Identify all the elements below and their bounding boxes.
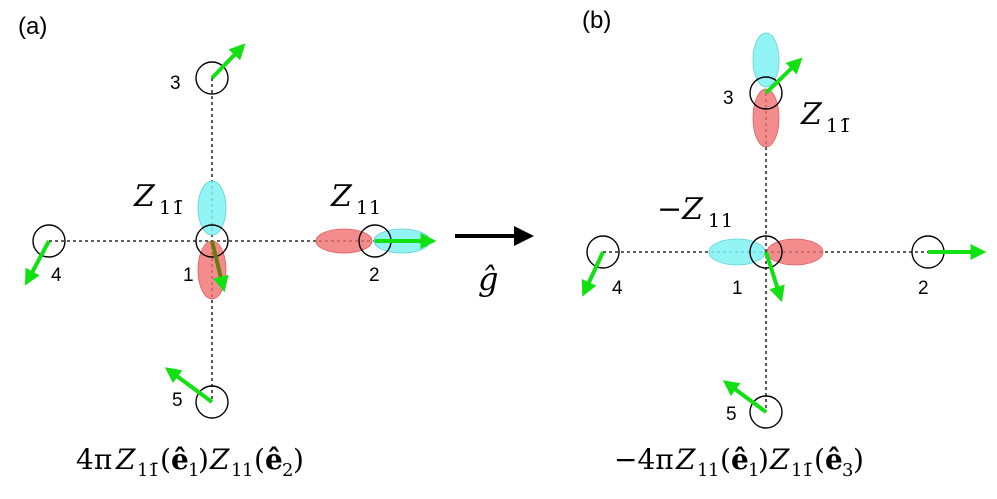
- svg-text:1̄: 1̄: [148, 460, 159, 481]
- svg-text:1̄: 1̄: [172, 197, 184, 219]
- svg-text:1: 1: [708, 210, 720, 232]
- svg-text:1: 1: [708, 460, 719, 481]
- svg-text:Z: Z: [675, 443, 696, 476]
- svg-text:Z: Z: [769, 443, 790, 476]
- svg-text:−4π: −4π: [614, 443, 674, 476]
- site-label-b5: 5: [726, 404, 737, 425]
- spin-arrow-a3: [210, 43, 246, 80]
- svg-text:): ): [293, 443, 304, 476]
- svg-text:−Z: −Z: [657, 192, 704, 227]
- svg-text:1: 1: [231, 460, 242, 481]
- svg-text:(: (: [814, 443, 825, 476]
- svg-text:1: 1: [137, 460, 148, 481]
- spin-arrow-a4: [24, 240, 51, 286]
- svg-text:2: 2: [282, 460, 293, 481]
- site-a5: [195, 385, 229, 419]
- site-label-a4: 4: [51, 265, 62, 286]
- spin-arrow-a5: [164, 367, 214, 404]
- svg-text:3: 3: [842, 460, 853, 481]
- site-label-b2: 2: [918, 278, 929, 299]
- svg-text:Z: Z: [133, 179, 156, 214]
- svg-text:ê: ê: [825, 443, 843, 476]
- svg-text:1̄: 1̄: [839, 115, 851, 137]
- svg-text:(: (: [720, 443, 731, 476]
- spin-arrow-b3: [764, 57, 803, 95]
- svg-text:1: 1: [159, 197, 171, 219]
- spin-arrow-b5: [722, 380, 768, 414]
- svg-text:Z: Z: [330, 179, 353, 214]
- orbital-lobe-b3-bottom: [752, 88, 780, 148]
- orbital-lobe-a2-left: [315, 228, 373, 254]
- site-a1: [195, 224, 229, 258]
- formula-a: 4π Z 1 1̄ ( ê 1 ) Z 1 1 ( ê 2 ): [76, 443, 304, 481]
- spin-arrow-b1: [764, 251, 785, 303]
- site-a4: [32, 224, 66, 258]
- site-b1: [749, 235, 783, 269]
- svg-text:1: 1: [721, 210, 733, 232]
- svg-text:ê: ê: [265, 443, 283, 476]
- svg-text:Z: Z: [115, 443, 136, 476]
- orbital-label-a-z1-1bar: Z 1 1̄: [133, 179, 184, 219]
- spin-arrow-b4: [581, 251, 605, 297]
- svg-text:1: 1: [826, 115, 838, 137]
- site-a3: [195, 61, 229, 95]
- svg-text:Z: Z: [209, 443, 230, 476]
- svg-text:1: 1: [242, 460, 253, 481]
- orbital-label-b-z1-1bar: Z 1 1̄: [800, 97, 851, 137]
- svg-text:1̄: 1̄: [802, 460, 813, 481]
- site-b4: [586, 235, 620, 269]
- svg-text:1: 1: [748, 460, 759, 481]
- panel-b-label: (b): [582, 7, 611, 34]
- site-label-a3: 3: [170, 73, 181, 94]
- operator-arrow: ĝ: [455, 226, 534, 298]
- panel-b: (b) 1 2 3 4 5 −Z 1 1: [581, 7, 987, 481]
- site-label-b1: 1: [732, 278, 743, 299]
- site-b5: [749, 395, 783, 429]
- svg-text:): ): [853, 443, 864, 476]
- site-label-b3: 3: [723, 88, 734, 109]
- orbital-label-b-minus-z11: −Z 1 1: [657, 192, 733, 232]
- orbital-lobe-a1-top: [197, 180, 227, 236]
- svg-text:1: 1: [697, 460, 708, 481]
- svg-text:ê: ê: [731, 443, 749, 476]
- spin-arrow-a1: [210, 240, 229, 293]
- svg-text:): ): [198, 443, 209, 476]
- orbital-lobe-b1-left: [708, 238, 766, 266]
- orbital-lobe-a1-bottom: [197, 240, 227, 300]
- orbital-label-a-z11: Z 1 1: [330, 179, 381, 219]
- site-b3: [749, 76, 783, 110]
- orbital-lobe-b3-top: [752, 32, 780, 88]
- svg-text:Z: Z: [800, 97, 823, 132]
- panel-a: (a) 1 2 3 4 5 Z 1 1̄: [18, 13, 437, 481]
- site-label-a2: 2: [369, 265, 380, 286]
- svg-text:ê: ê: [171, 443, 189, 476]
- site-label-a5: 5: [172, 390, 183, 411]
- orbital-lobe-b1-right: [766, 238, 824, 266]
- svg-text:): ): [758, 443, 769, 476]
- svg-text:1: 1: [369, 197, 381, 219]
- svg-text:(: (: [160, 443, 171, 476]
- svg-text:(: (: [254, 443, 265, 476]
- svg-text:1: 1: [188, 460, 199, 481]
- svg-text:1: 1: [791, 460, 802, 481]
- svg-text:4π: 4π: [76, 443, 112, 476]
- operator-g-hat: ĝ: [478, 260, 498, 298]
- svg-text:1: 1: [356, 197, 368, 219]
- panel-a-label: (a): [18, 13, 47, 40]
- site-label-b4: 4: [612, 278, 623, 299]
- formula-b: −4π Z 1 1 ( ê 1 ) Z 1 1̄ ( ê 3 ): [614, 443, 864, 481]
- site-label-a1: 1: [183, 265, 194, 286]
